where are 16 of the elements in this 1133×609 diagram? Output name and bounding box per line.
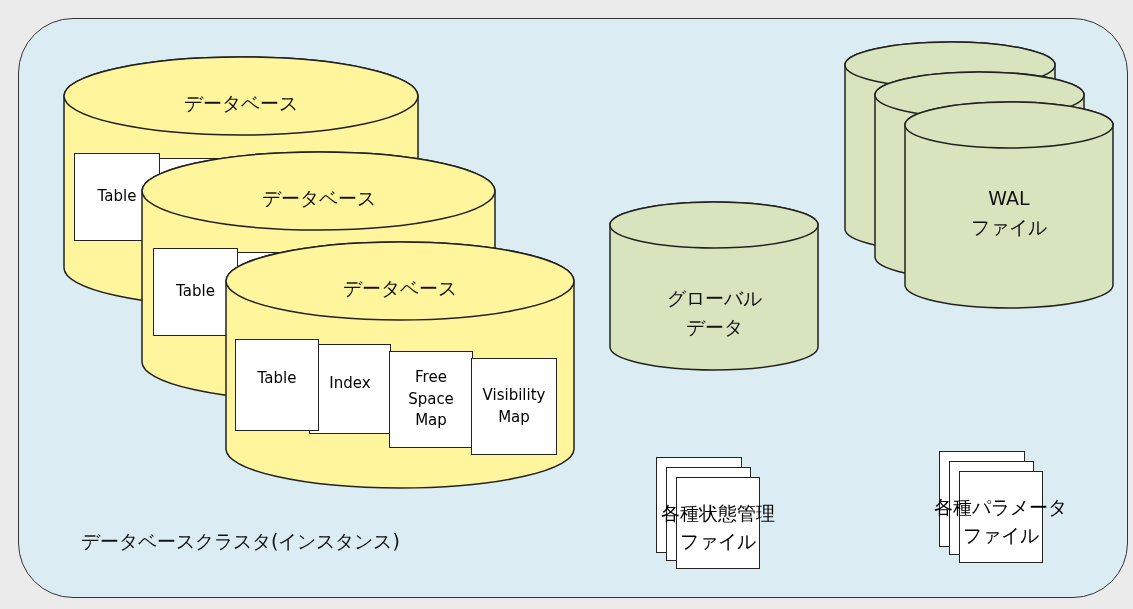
- cylinder-label: データベース: [183, 91, 299, 116]
- cylinder-label: データベース: [260, 186, 377, 211]
- cluster-label: データベースクラスタ(インスタンス): [81, 529, 400, 554]
- document-sheet: [389, 351, 473, 448]
- file-label: Table: [176, 281, 215, 303]
- document-sheet: [235, 339, 319, 431]
- document-sheet: [471, 358, 557, 455]
- cylinder-label: データベース: [342, 276, 458, 301]
- file-label: Table: [257, 368, 297, 389]
- file-label: Index: [329, 373, 371, 394]
- cylinder-label: WALファイル: [970, 186, 1048, 240]
- file-label: Table: [97, 186, 137, 208]
- cluster-panel: [18, 18, 1128, 598]
- cylinder-label: グローバルデータ: [665, 286, 763, 340]
- file-label: Visibility Map: [481, 384, 547, 428]
- file-label: Free Space Map: [407, 366, 455, 432]
